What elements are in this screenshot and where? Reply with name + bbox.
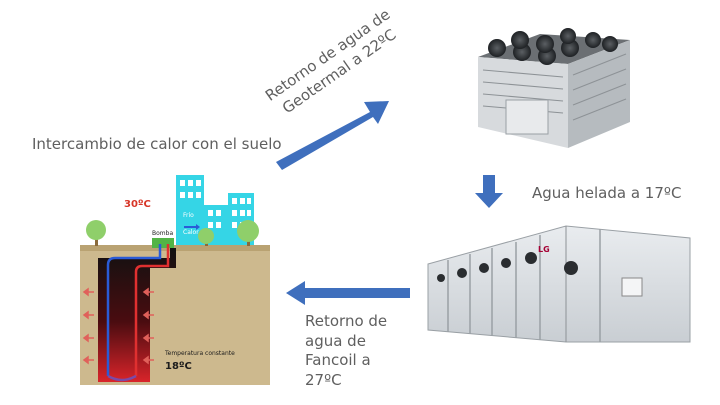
tree-icon xyxy=(198,228,214,246)
pump-label: Bomba xyxy=(152,230,174,237)
constant-temperature-value: 18ºC xyxy=(165,361,192,372)
constant-temperature-label: Temperatura constante xyxy=(165,350,235,357)
fancoil-return-label: Retorno de agua de Fancoil a 27ºC xyxy=(305,312,387,390)
lg-logo-icon: LG xyxy=(538,245,550,254)
tree-icon xyxy=(86,220,106,246)
cold-label: Frío xyxy=(183,212,194,219)
surface-temperature: 30ºC xyxy=(124,199,151,210)
arrow-chilled-water xyxy=(475,175,503,208)
air-handling-unit xyxy=(427,225,691,343)
tree-icon xyxy=(237,220,259,246)
fancoil-return-line-3: Fancoil a xyxy=(305,351,371,369)
geothermal-diagram xyxy=(80,175,270,385)
arrow-geothermal-return xyxy=(276,101,389,170)
heat-label: Calor xyxy=(183,229,199,236)
pump-box xyxy=(152,238,174,248)
chilled-water-label: Agua helada a 17ºC xyxy=(532,184,682,202)
fancoil-return-line-1: Retorno de xyxy=(305,312,388,330)
heat-transfer-arrows xyxy=(82,287,154,365)
ground-exchange-label: Intercambio de calor con el suelo xyxy=(32,135,282,153)
fancoil-return-line-4: 27ºC xyxy=(305,370,342,389)
fancoil-return-line-2: agua de xyxy=(305,331,366,350)
chiller-unit xyxy=(478,28,630,148)
arrow-fancoil-return xyxy=(286,281,410,305)
